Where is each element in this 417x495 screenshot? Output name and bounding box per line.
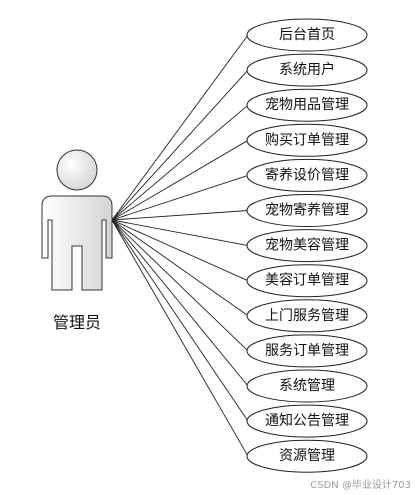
use-case: 资源管理 bbox=[246, 439, 368, 473]
association-line bbox=[111, 219, 249, 422]
use-case: 美容订单管理 bbox=[246, 264, 368, 298]
use-case-ellipse bbox=[246, 18, 368, 52]
use-case: 购买订单管理 bbox=[246, 123, 368, 157]
watermark: CSDN @毕业设计703 bbox=[310, 480, 411, 491]
use-case: 后台首页 bbox=[246, 18, 368, 52]
use-case: 寄养设价管理 bbox=[246, 158, 368, 192]
use-case-ellipse bbox=[246, 229, 368, 263]
use-case: 上门服务管理 bbox=[246, 299, 368, 333]
use-case-ellipse bbox=[246, 88, 368, 122]
use-case-label: 购买订单管理 bbox=[265, 132, 349, 148]
use-case: 宠物美容管理 bbox=[246, 229, 368, 263]
actor-head bbox=[56, 149, 98, 191]
association-line bbox=[111, 139, 249, 221]
association-lines bbox=[111, 34, 249, 457]
use-case-ellipse bbox=[246, 158, 368, 192]
use-case-ellipse bbox=[246, 404, 368, 438]
use-case-label: 资源管理 bbox=[279, 448, 335, 464]
use-cases: 后台首页系统用户宠物用品管理购买订单管理寄养设价管理宠物寄养管理宠物美容管理美容… bbox=[246, 18, 368, 473]
use-case: 通知公告管理 bbox=[246, 404, 368, 438]
association-line bbox=[111, 219, 249, 317]
use-case-ellipse bbox=[246, 369, 368, 403]
use-case-ellipse bbox=[246, 123, 368, 157]
use-case: 宠物用品管理 bbox=[246, 88, 368, 122]
association-line bbox=[111, 34, 249, 221]
association-line bbox=[111, 219, 249, 352]
use-case: 系统用户 bbox=[246, 53, 368, 87]
association-line bbox=[111, 219, 249, 457]
use-case-label: 宠物寄养管理 bbox=[265, 202, 349, 219]
use-case-ellipse bbox=[246, 299, 368, 333]
actor-icon bbox=[41, 149, 113, 291]
use-case: 宠物寄养管理 bbox=[246, 194, 368, 227]
use-case-ellipse bbox=[246, 264, 368, 298]
use-case-label: 寄养设价管理 bbox=[265, 166, 349, 183]
association-line bbox=[111, 219, 249, 247]
actor-label: 管理员 bbox=[53, 313, 101, 332]
use-case-label: 美容订单管理 bbox=[265, 272, 349, 289]
use-case-ellipse bbox=[246, 334, 368, 368]
use-case: 服务订单管理 bbox=[246, 334, 368, 368]
use-case-label: 服务订单管理 bbox=[265, 343, 349, 359]
use-case-label: 系统用户 bbox=[279, 61, 335, 78]
association-line bbox=[111, 210, 249, 221]
association-line bbox=[111, 219, 249, 282]
actor-body bbox=[41, 195, 113, 291]
use-case-label: 通知公告管理 bbox=[265, 412, 349, 429]
use-case-label: 系统管理 bbox=[279, 378, 335, 394]
use-case-ellipse bbox=[246, 194, 368, 227]
association-line bbox=[111, 104, 249, 221]
use-case-label: 后台首页 bbox=[279, 27, 335, 43]
association-line bbox=[111, 219, 249, 387]
use-case-label: 宠物美容管理 bbox=[265, 237, 349, 254]
use-case-label: 宠物用品管理 bbox=[265, 97, 349, 113]
use-case-ellipse bbox=[246, 53, 368, 87]
association-line bbox=[111, 174, 249, 221]
use-case-label: 上门服务管理 bbox=[265, 308, 349, 324]
use-case: 系统管理 bbox=[246, 369, 368, 403]
use-case-ellipse bbox=[246, 439, 368, 473]
association-line bbox=[111, 69, 249, 221]
